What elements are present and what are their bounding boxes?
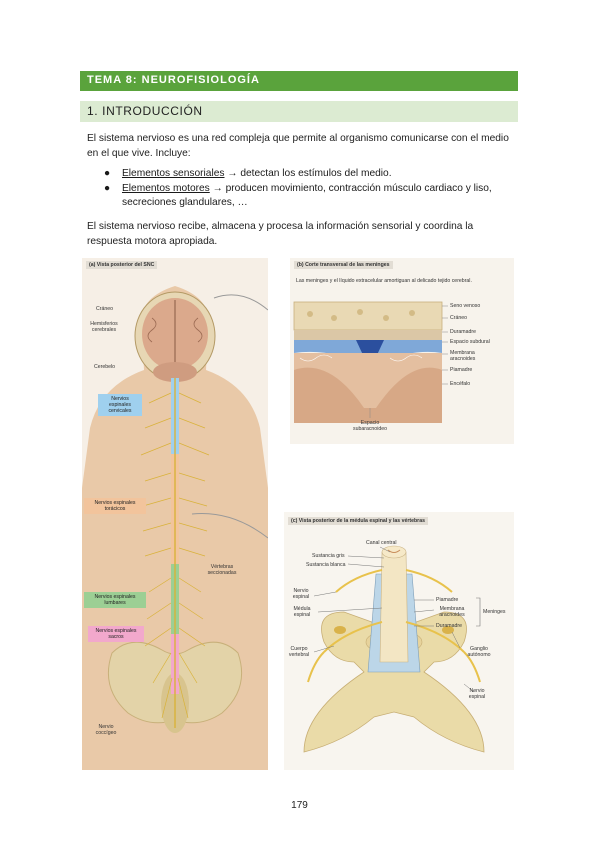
label-craneo-b: Cráneo: [450, 315, 468, 321]
label-cuerpo-vertebral: Cuerpo vertebral: [288, 646, 310, 658]
label-sustancia-blanca: Sustancia blanca: [306, 562, 346, 568]
spinal-cord-illustration: [303, 545, 485, 753]
second-paragraph: El sistema nervioso recibe, almacena y p…: [87, 221, 474, 247]
chapter-header: TEMA 8: NEUROFISIOLOGÍA: [80, 71, 518, 91]
label-hemisferios: Hemisferios cerebrales: [90, 321, 118, 333]
label-seno-venoso: Seno venoso: [450, 303, 481, 309]
label-cerebelo: Cerebelo: [94, 364, 116, 370]
list-item-term: Elementos sensoriales: [122, 168, 225, 179]
label-piamadre-c: Piamadre: [436, 597, 459, 603]
label-craneo: Cráneo: [96, 306, 114, 312]
label-duramadre-c: Duramadre: [436, 623, 462, 629]
label-lumbares: Nervios espinales lumbares: [84, 592, 146, 608]
meninges-illustration: [293, 301, 448, 423]
bullet-icon: ●: [104, 183, 111, 194]
list-item-text: → producen movimiento, contracción múscu…: [122, 183, 492, 208]
label-ganglio-autonomo: Ganglio autónomo: [467, 646, 491, 658]
label-coccigeo: Nervio coccígeo: [95, 724, 117, 736]
label-aracnoides-c: Membrana aracnoides: [439, 606, 465, 618]
label-medula-espinal: Médula espinal: [293, 606, 311, 618]
page-number: 179: [291, 800, 308, 811]
label-piamadre-b: Piamadre: [450, 367, 473, 373]
figure-panel-spinal-cord: (c) Vista posterior de la médula espinal…: [284, 512, 514, 770]
label-toracicos: Nervios espinales torácicos: [84, 498, 146, 514]
label-sacros: Nervios espinales sacros: [88, 626, 144, 642]
section-title: 1. INTRODUCCIÓN: [87, 104, 203, 118]
list-item: ● Elementos motores → producen movimient…: [104, 182, 514, 210]
figure-panel-cns: (a) Vista posterior del SNC Cráneo Hemis…: [82, 258, 268, 770]
section-header: 1. INTRODUCCIÓN: [80, 101, 518, 122]
list-item-term: Elementos motores: [122, 183, 210, 194]
label-vertebras: Vértebras seccionadas: [207, 564, 237, 576]
panel-b-subtitle: Las meninges y el líquido extracelular a…: [296, 278, 472, 284]
label-nervio-espinal-2: Nervio espinal: [468, 688, 486, 700]
label-subaracnoideo: Espacio subaracnoideo: [352, 420, 388, 432]
label-canal-central: Canal central: [366, 540, 397, 546]
panel-b-title: (b) Corte transversal de las meninges: [294, 261, 393, 269]
list-item: ● Elementos sensoriales → detectan los e…: [104, 167, 514, 181]
panel-a-title: (a) Vista posterior del SNC: [86, 261, 158, 269]
panel-c-title: (c) Vista posterior de la médula espinal…: [288, 517, 428, 525]
label-meninges: Meninges: [483, 609, 506, 615]
bullet-icon: ●: [104, 168, 111, 179]
label-encefalo: Encéfalo: [450, 381, 471, 387]
label-duramadre-b: Duramadre: [450, 329, 476, 335]
label-subdural: Espacio subdural: [450, 339, 490, 345]
cns-illustration: [82, 286, 268, 770]
label-nervio-espinal: Nervio espinal: [292, 588, 310, 600]
bullet-list: ● Elementos sensoriales → detectan los e…: [104, 167, 514, 211]
label-aracnoides-b: Membrana aracnoides: [450, 350, 476, 362]
intro-paragraph: El sistema nervioso es una red compleja …: [87, 133, 509, 159]
label-cervicales: Nervios espinales cervicales: [98, 394, 142, 416]
figure-panel-meninges: (b) Corte transversal de las meninges La…: [290, 258, 514, 444]
label-sustancia-gris: Sustancia gris: [312, 553, 345, 559]
chapter-title: TEMA 8: NEUROFISIOLOGÍA: [87, 74, 260, 86]
list-item-text: → detectan los estímulos del medio.: [224, 168, 392, 179]
